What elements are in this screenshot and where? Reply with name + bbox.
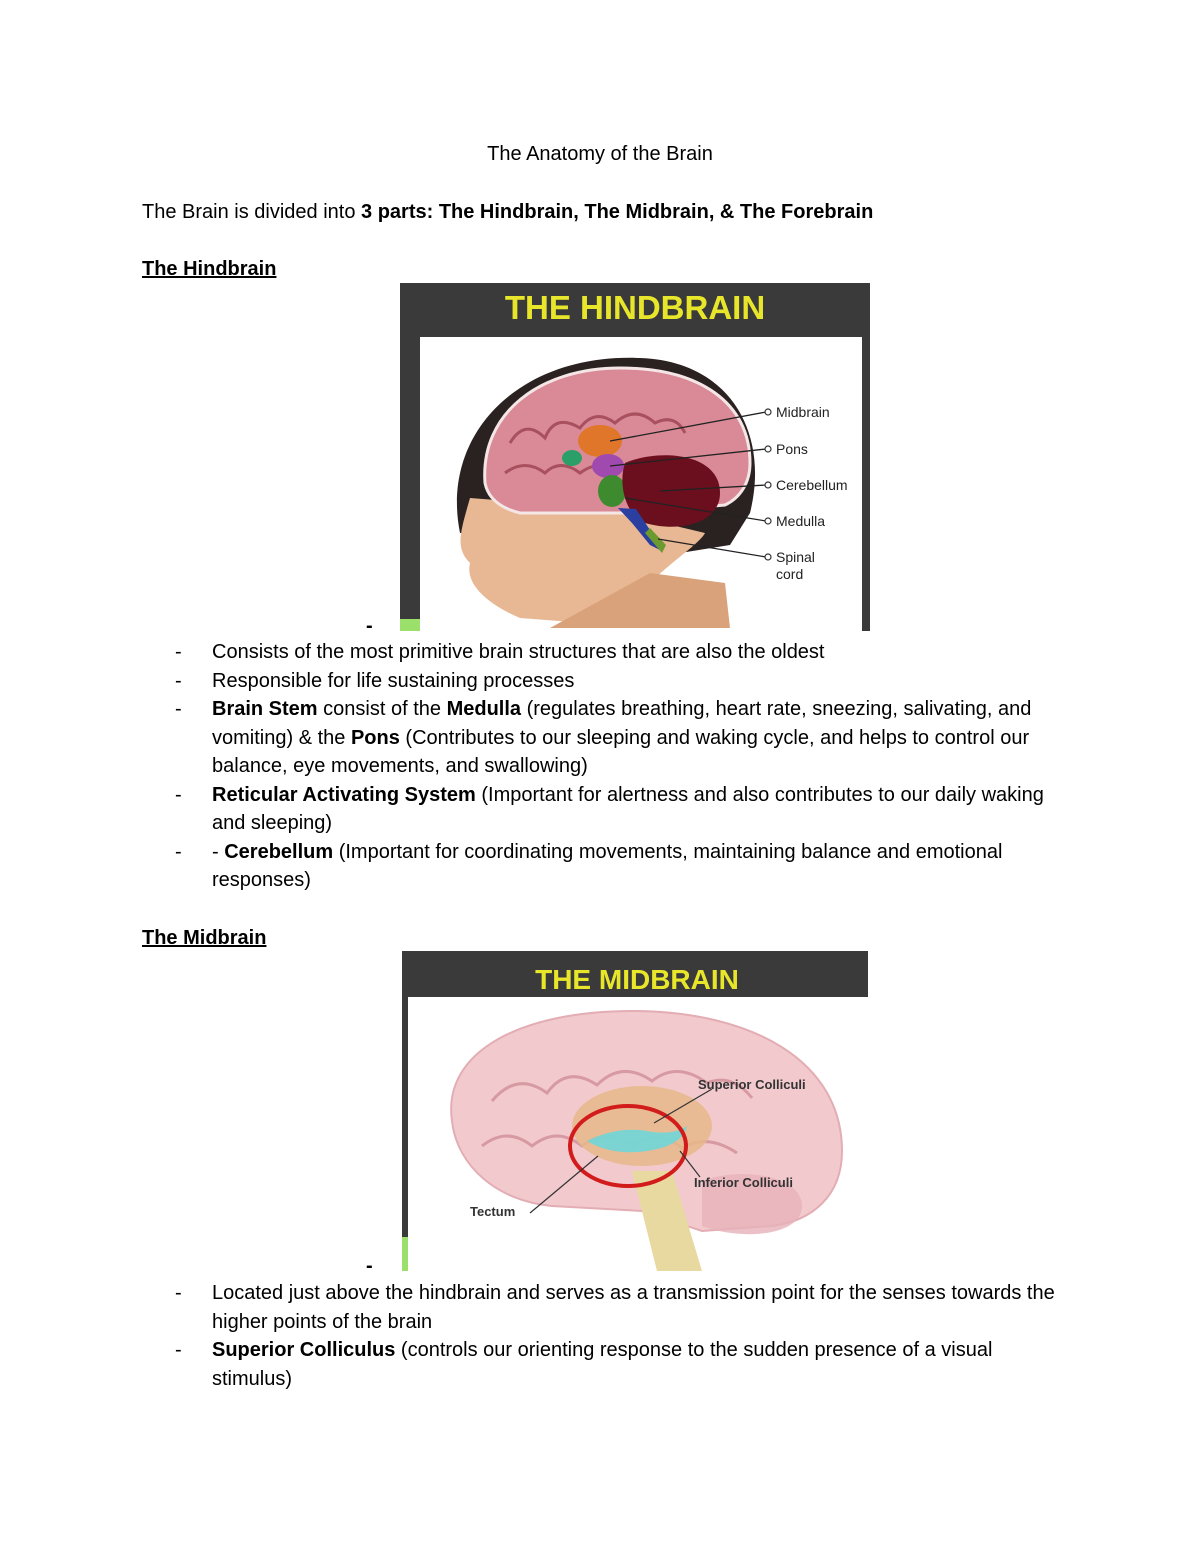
list-item: -Brain Stem consist of the Medulla (regu… — [175, 698, 1032, 777]
label-medulla: Medulla — [776, 513, 825, 529]
leader-lines — [609, 411, 767, 558]
green-strip — [402, 1237, 408, 1271]
hindbrain-banner: THE HINDBRAIN — [505, 289, 765, 326]
list-item: -Responsible for life sustaining process… — [175, 669, 575, 692]
banner-background — [402, 951, 868, 997]
brainstem-shape — [632, 1171, 702, 1271]
thalamus-structure — [562, 450, 582, 466]
midbrain-bullet-list: -Located just above the hindbrain and se… — [142, 1279, 1072, 1393]
leader-lines — [529, 1088, 713, 1214]
midbrain-structure — [578, 425, 622, 457]
pons-structure — [592, 454, 624, 478]
midbrain-banner: THE MIDBRAIN — [535, 964, 739, 995]
midbrain-heading: The Midbrain — [142, 927, 267, 949]
midbrain-figure: THE MIDBRAIN Superior Colliculi Inferior… — [402, 951, 868, 1271]
tectum-structure — [587, 1126, 687, 1153]
colliculi-highlight-circle — [568, 1104, 688, 1188]
midbrain-illustration: THE MIDBRAIN Superior Colliculi Inferior… — [402, 951, 868, 1271]
hindbrain-figure: THE HINDBRAIN — [400, 283, 870, 631]
medulla-structure — [598, 475, 626, 507]
neck-shape — [550, 573, 730, 628]
label-markers — [764, 408, 772, 561]
list-item: -- Cerebellum (Important for coordinatin… — [175, 840, 1003, 892]
label-cerebellum: Cerebellum — [776, 477, 848, 493]
list-item: -Reticular Activating System (Important … — [175, 783, 1044, 835]
list-item: -Consists of the most primitive brain st… — [175, 641, 825, 663]
spinal-blue — [618, 508, 662, 551]
list-item: -Superior Colliculus (controls our orien… — [175, 1339, 993, 1390]
hindbrain-stub-dash: - — [366, 615, 373, 637]
midbrain-stub-dash: - — [366, 1255, 373, 1277]
thalamus-area — [572, 1086, 712, 1166]
label-superior-colliculi: Superior Colliculi — [698, 1077, 806, 1092]
intro-prefix: The Brain is divided into — [142, 201, 362, 223]
hindbrain-heading: The Hindbrain — [142, 258, 277, 280]
spinal-green — [645, 528, 666, 553]
banner-left-bar — [402, 997, 408, 1271]
label-pons: Pons — [776, 441, 808, 457]
intro-line: The Brain is divided into 3 parts: The H… — [142, 200, 873, 224]
green-strip — [400, 619, 422, 631]
label-spinal: Spinal — [776, 549, 815, 565]
label-inferior-colliculi: Inferior Colliculi — [694, 1175, 793, 1190]
label-cord: cord — [776, 566, 803, 582]
hindbrain-bullet-list: -Consists of the most primitive brain st… — [142, 638, 1072, 895]
document-title: The Anatomy of the Brain — [487, 143, 713, 165]
hindbrain-illustration: THE HINDBRAIN — [400, 283, 870, 631]
label-tectum: Tectum — [470, 1204, 515, 1219]
label-midbrain: Midbrain — [776, 404, 830, 420]
intro-bold: 3 parts: The Hindbrain, The Midbrain, & … — [361, 201, 874, 223]
cerebellum-shape — [702, 1174, 802, 1235]
list-item: -Located just above the hindbrain and se… — [175, 1282, 1055, 1333]
